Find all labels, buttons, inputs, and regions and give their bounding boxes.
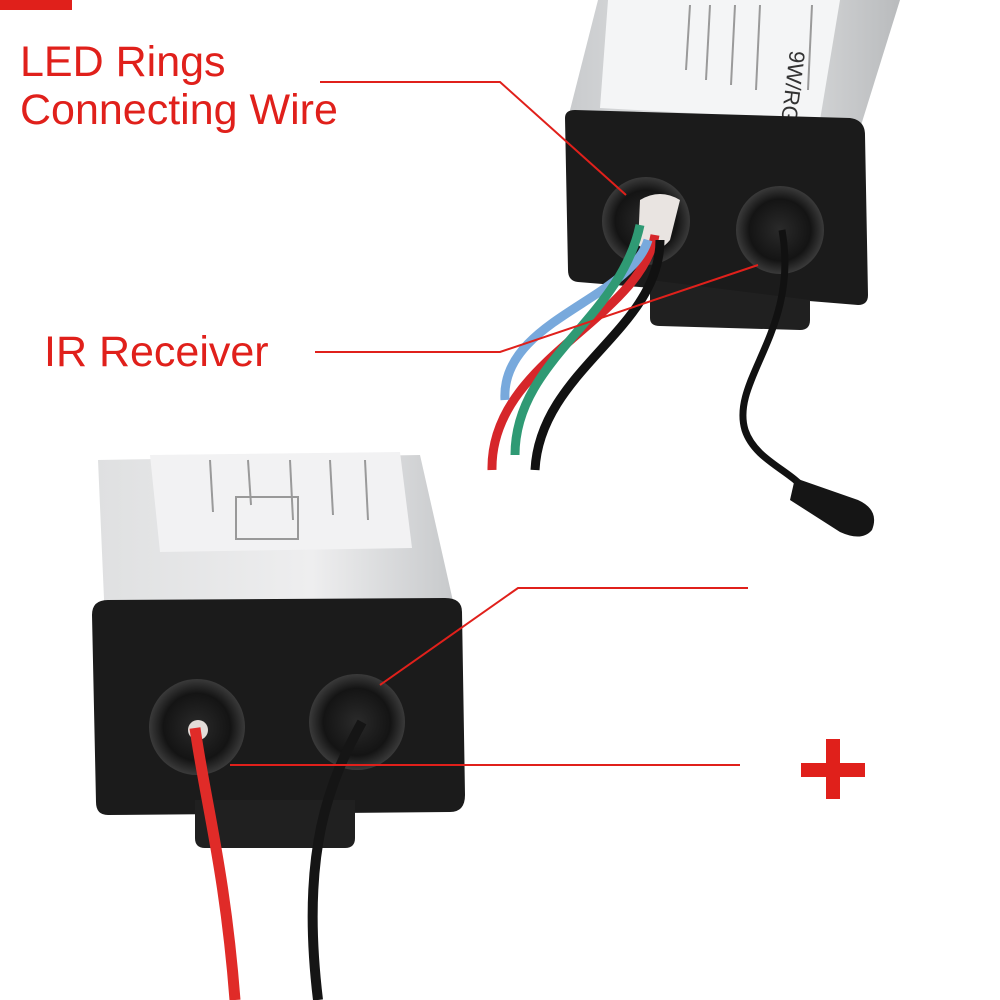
led-rings-label: LED Rings Connecting Wire — [20, 38, 338, 134]
top-cap-tab — [650, 280, 810, 330]
callout-lines — [230, 81, 759, 766]
callout-led-line — [320, 81, 627, 196]
wire-green-top — [510, 224, 645, 456]
top-label-print — [685, 4, 813, 91]
wire-black-top — [530, 239, 665, 471]
ir-receiver-label: IR Receiver — [44, 328, 269, 376]
callout-minus-line — [379, 587, 748, 686]
wire-black-bottom — [307, 719, 367, 1000]
led-wire-sleeve — [638, 194, 680, 251]
wire-blue-top — [500, 238, 653, 401]
led-rings-label-line2: Connecting Wire — [20, 86, 338, 134]
minus-sign — [0, 0, 72, 10]
bottom-label-sticker — [150, 452, 412, 552]
top-grommet-ir — [736, 186, 824, 274]
ir-receiver-head — [790, 478, 875, 537]
plus-sign-vertical — [826, 739, 840, 799]
bottom-label-box — [235, 496, 299, 540]
callout-ir-line — [315, 264, 759, 353]
top-label-sticker — [600, 0, 840, 120]
bottom-end-cap — [92, 598, 465, 815]
ir-wire — [739, 229, 808, 493]
wire-red-bottom — [189, 727, 241, 1000]
bottom-controller — [92, 452, 465, 1000]
top-controller: 9W/RGB — [487, 0, 900, 537]
led-rings-label-line1: LED Rings — [20, 38, 226, 86]
